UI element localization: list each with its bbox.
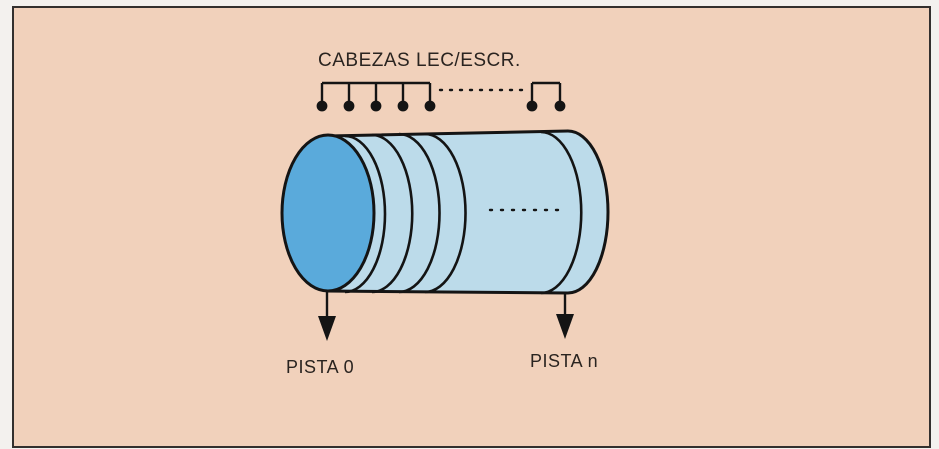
track-band — [371, 133, 414, 294]
track-band — [398, 132, 441, 294]
drum-face — [280, 133, 376, 293]
track-0-label: PISTA 0 — [286, 357, 354, 377]
track-band — [344, 134, 387, 294]
track-n-label: PISTA n — [530, 351, 598, 371]
track-n-arrow — [556, 292, 574, 339]
drum-tracks — [344, 130, 583, 295]
track-0-arrow — [318, 292, 336, 341]
read-write-heads — [316, 81, 566, 112]
drum-body — [326, 129, 610, 295]
track-band — [540, 130, 583, 295]
heads-label: CABEZAS LEC/ESCR. — [318, 50, 521, 71]
track-band — [424, 132, 467, 294]
